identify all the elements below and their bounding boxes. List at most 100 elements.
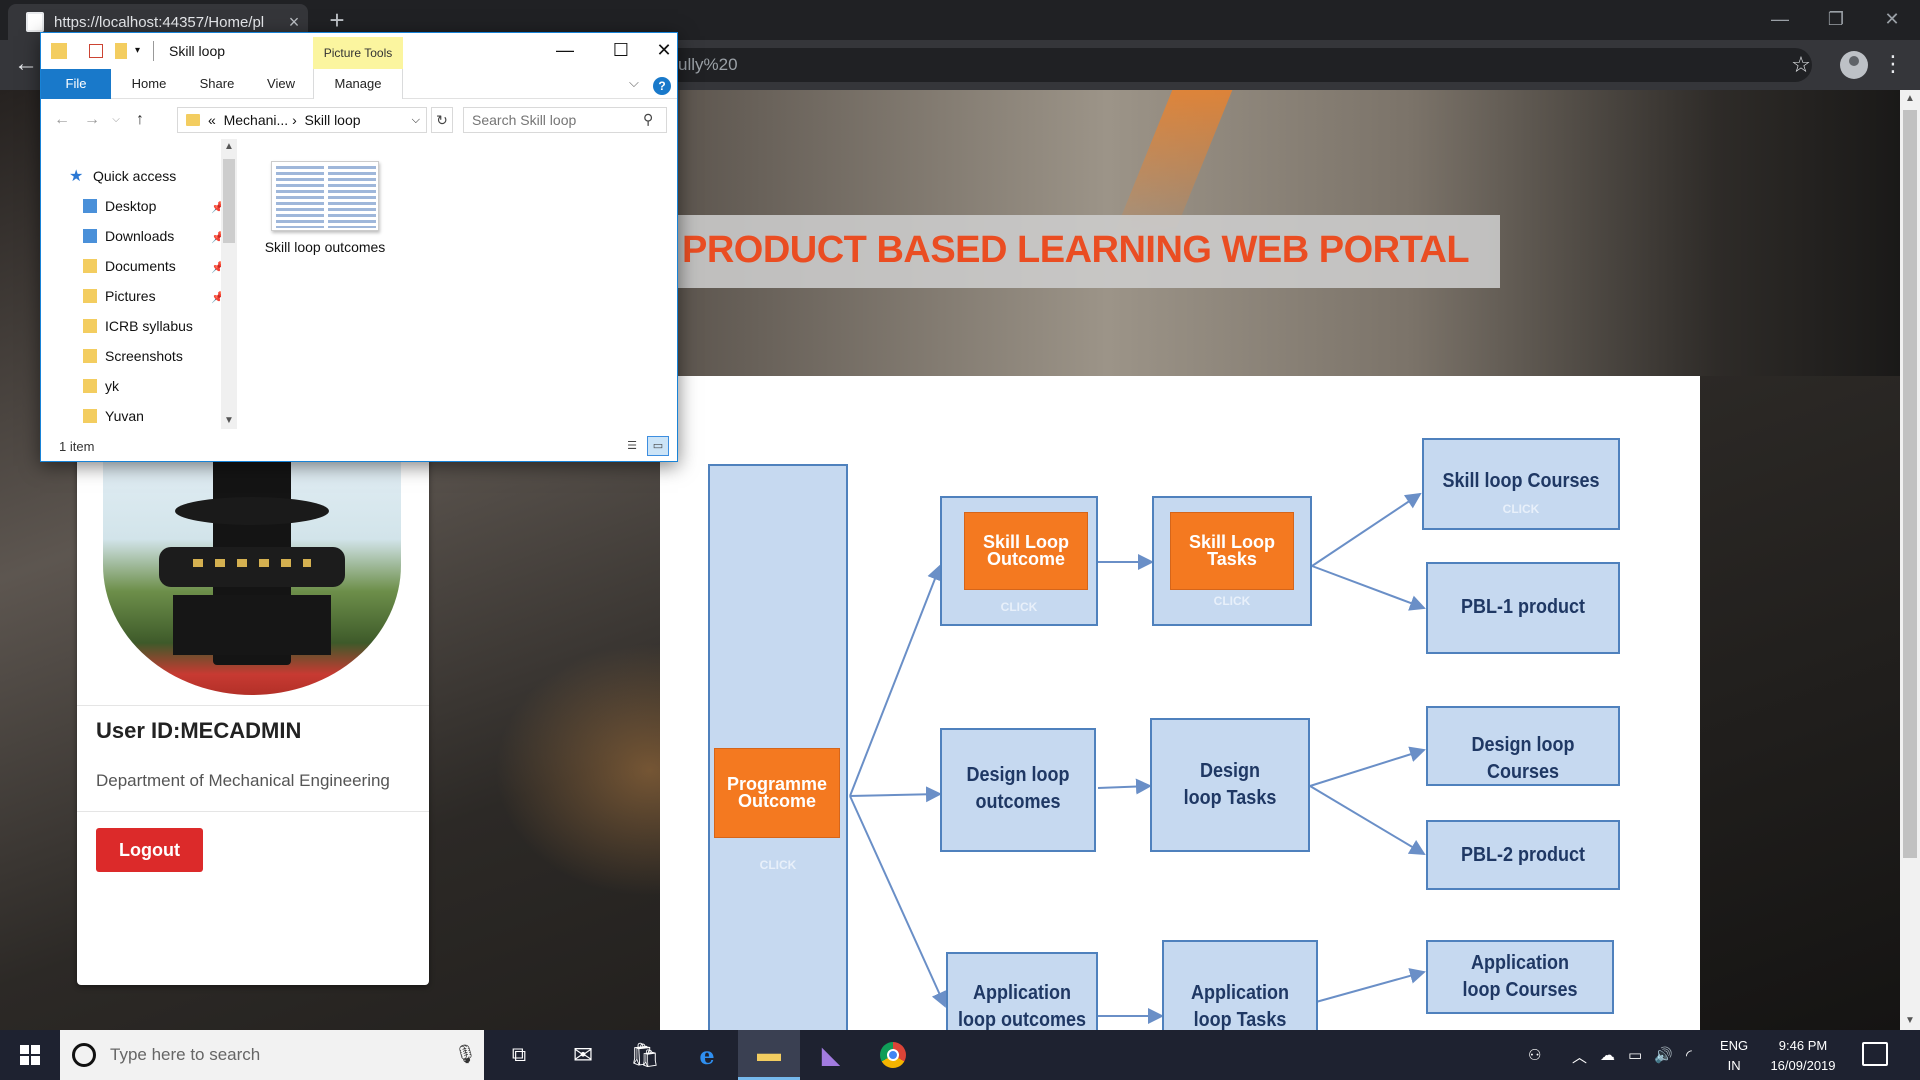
chrome-icon[interactable]: [862, 1030, 924, 1080]
store-icon[interactable]: 🛍: [629, 1041, 661, 1069]
skill-loop-courses-box[interactable]: Skill loop Courses CLICK: [1422, 438, 1620, 530]
properties-checkbox-icon[interactable]: [89, 44, 103, 58]
large-icons-view-icon[interactable]: ▭: [647, 436, 669, 456]
nav-item-icrb-syllabus[interactable]: ICRB syllabus: [83, 315, 193, 337]
start-button[interactable]: [0, 1030, 60, 1080]
nav-item-desktop[interactable]: Desktop: [83, 195, 156, 217]
nav-item-documents[interactable]: Documents: [83, 255, 176, 277]
loop-flow-diagram: Programme Outcome CLICK Skill Loop Outco…: [660, 376, 1700, 1030]
application-loop-outcomes-box[interactable]: Application loop outcomes: [946, 952, 1098, 1030]
wifi-icon[interactable]: ◜: [1686, 1047, 1692, 1064]
explorer-search-input[interactable]: [463, 107, 667, 133]
mail-icon[interactable]: ✉: [572, 1041, 594, 1069]
nav-pane-scrollbar[interactable]: ▲ ▼: [221, 139, 237, 429]
microphone-icon[interactable]: 🎙: [454, 1044, 477, 1064]
nav-item-pictures[interactable]: Pictures: [83, 285, 156, 307]
clock-date: 16/09/2019: [1770, 1058, 1836, 1073]
scrollbar-thumb[interactable]: [223, 159, 235, 243]
programme-outcome-button[interactable]: Programme Outcome: [714, 748, 840, 838]
nav-item-yuvan[interactable]: Yuvan: [83, 405, 144, 427]
design-loop-tasks-box[interactable]: Design loop Tasks: [1150, 718, 1310, 852]
scroll-up-arrow-icon[interactable]: ▲: [1905, 93, 1915, 104]
file-name-label[interactable]: Skill loop outcomes: [264, 239, 386, 255]
ribbon-tab-home[interactable]: Home: [131, 76, 167, 91]
file-thumbnail[interactable]: [271, 161, 379, 231]
volume-icon[interactable]: 🔊: [1654, 1047, 1673, 1064]
new-folder-icon[interactable]: [115, 43, 127, 59]
details-view-icon[interactable]: ☰: [627, 440, 637, 452]
design-loop-outcomes-box[interactable]: Design loop outcomes: [940, 728, 1096, 852]
edge-browser-icon[interactable]: e: [699, 1040, 715, 1070]
taskbar-search-placeholder: Type here to search: [110, 1045, 261, 1064]
skill-loop-tasks-button[interactable]: Skill Loop Tasks: [1170, 512, 1294, 590]
breadcrumb-parent[interactable]: Mechani...: [223, 112, 289, 128]
page-scrollbar[interactable]: ▲ ▼: [1900, 90, 1920, 1030]
window-close-button[interactable]: ✕: [1884, 9, 1900, 29]
nav-item-screenshots[interactable]: Screenshots: [83, 345, 183, 367]
explorer-title-bar[interactable]: ▾ Skill loop Picture Tools — ☐ ✕: [41, 33, 677, 69]
pbl-1-product-box[interactable]: PBL-1 product: [1426, 562, 1620, 654]
file-explorer-icon[interactable]: ▬: [738, 1030, 800, 1080]
refresh-icon[interactable]: ↻: [431, 107, 453, 133]
new-tab-button[interactable]: +: [329, 5, 345, 35]
back-arrow-icon[interactable]: ←: [14, 50, 38, 77]
expand-ribbon-chevron-icon[interactable]: ⌵: [629, 75, 639, 90]
help-icon[interactable]: ?: [653, 77, 671, 95]
task-view-icon[interactable]: ⧉: [511, 1043, 527, 1066]
tab-close-icon[interactable]: ×: [288, 11, 300, 32]
explorer-maximize-button[interactable]: ☐: [612, 40, 630, 60]
explorer-address-bar[interactable]: « Mechani... › Skill loop ⌵: [177, 107, 427, 133]
folder-icon: [51, 43, 67, 59]
battery-icon[interactable]: ▭: [1628, 1047, 1643, 1064]
onedrive-cloud-icon[interactable]: ☁: [1600, 1047, 1615, 1064]
explorer-back-arrow-icon[interactable]: ←: [54, 111, 70, 128]
recent-locations-chevron-icon[interactable]: ⌵: [112, 114, 120, 125]
user-id-label: User ID:MECADMIN: [96, 718, 302, 743]
skill-loop-outcome-click-label: CLICK: [1000, 600, 1038, 614]
scroll-up-arrow-icon[interactable]: ▲: [224, 141, 234, 152]
application-loop-tasks-label: Application loop Tasks: [1190, 982, 1289, 1030]
nav-item-yk[interactable]: yk: [83, 375, 119, 397]
input-language-indicator[interactable]: ENG IN: [1720, 1036, 1748, 1076]
show-hidden-icons-chevron-icon[interactable]: ︿: [1572, 1049, 1588, 1066]
address-dropdown-chevron-icon[interactable]: ⌵: [411, 114, 420, 126]
design-loop-courses-label: Design loop Courses: [1471, 734, 1575, 783]
breadcrumb-current[interactable]: Skill loop: [304, 112, 361, 128]
explorer-close-button[interactable]: ✕: [656, 40, 672, 60]
logout-button[interactable]: Logout: [96, 828, 203, 872]
nav-item-downloads[interactable]: Downloads: [83, 225, 174, 247]
explorer-minimize-button[interactable]: —: [556, 40, 574, 60]
search-icon[interactable]: ⚲: [643, 111, 654, 127]
profile-avatar-icon[interactable]: [1840, 51, 1868, 79]
ribbon-tab-share[interactable]: Share: [199, 76, 235, 91]
profile-photo: [103, 435, 401, 695]
people-icon[interactable]: ⚇: [1528, 1047, 1542, 1064]
up-arrow-icon[interactable]: ↑: [136, 111, 144, 128]
folder-icon: [83, 319, 97, 333]
ribbon-tab-file[interactable]: File: [41, 69, 111, 99]
visual-studio-icon[interactable]: ◣: [821, 1041, 841, 1069]
bookmark-star-icon[interactable]: ☆: [1791, 52, 1811, 77]
taskbar-clock[interactable]: 9:46 PM 16/09/2019: [1762, 1036, 1844, 1076]
programme-outcome-column: Programme Outcome CLICK: [708, 464, 848, 1030]
skill-loop-outcome-button[interactable]: Skill Loop Outcome: [964, 512, 1088, 590]
action-center-icon[interactable]: [1862, 1042, 1888, 1066]
kebab-menu-icon[interactable]: ⋮: [1882, 51, 1904, 76]
explorer-forward-arrow-icon[interactable]: →: [84, 111, 100, 128]
ribbon-tab-manage[interactable]: Manage: [313, 69, 403, 99]
picture-tools-context-label: Picture Tools: [313, 37, 403, 69]
design-loop-courses-box[interactable]: Design loop Courses: [1426, 706, 1620, 786]
application-loop-courses-box[interactable]: Application loop Courses: [1426, 940, 1614, 1014]
window-restore-button[interactable]: ❐: [1827, 9, 1845, 29]
nav-item-quick-access[interactable]: ★Quick access: [69, 165, 176, 187]
scrollbar-thumb[interactable]: [1903, 110, 1917, 858]
window-minimize-button[interactable]: —: [1771, 9, 1789, 29]
application-loop-tasks-box[interactable]: Application loop Tasks: [1162, 940, 1318, 1030]
ribbon-tab-view[interactable]: View: [267, 76, 295, 91]
pbl-2-product-box[interactable]: PBL-2 product: [1426, 820, 1620, 890]
taskbar-search-box[interactable]: Type here to search 🎙: [60, 1030, 484, 1080]
scroll-down-arrow-icon[interactable]: ▼: [1905, 1015, 1915, 1026]
customize-toolbar-chevron-icon[interactable]: ▾: [135, 45, 141, 56]
scroll-down-arrow-icon[interactable]: ▼: [224, 415, 234, 426]
application-loop-courses-label: Application loop Courses: [1462, 952, 1578, 1001]
